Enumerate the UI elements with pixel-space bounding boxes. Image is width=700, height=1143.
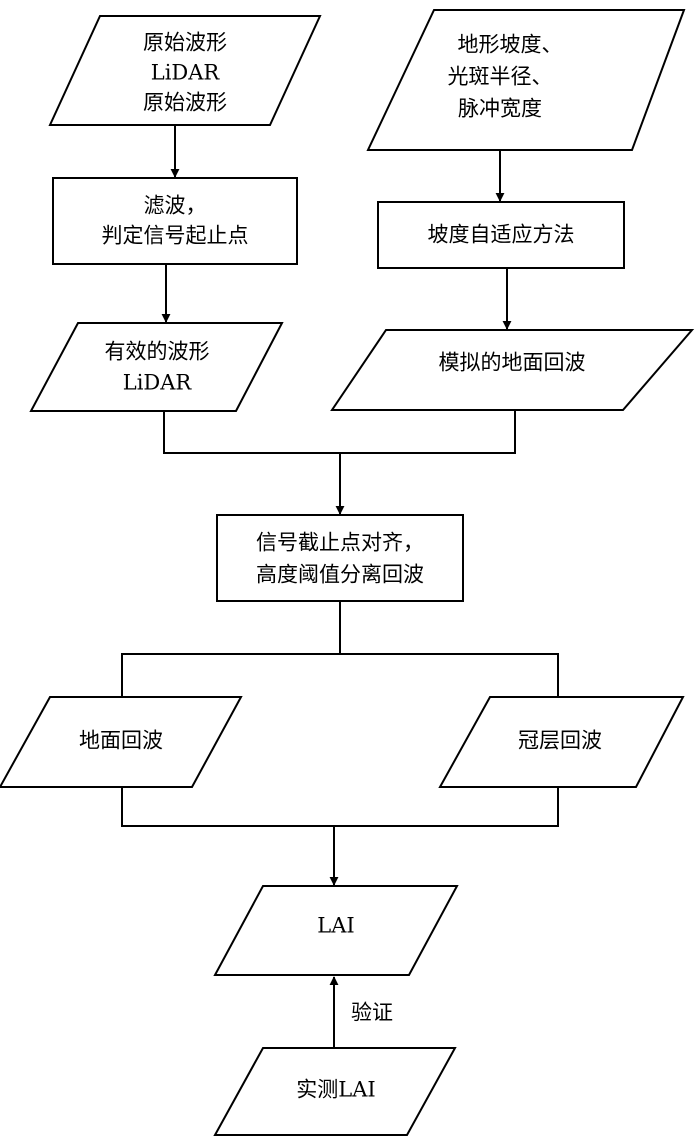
- raw-waveform-line-2: LiDAR: [151, 61, 221, 85]
- node-valid-waveform: 有效的波形 LiDAR: [29, 322, 284, 412]
- lai-label: LAI: [317, 914, 354, 938]
- ground-echo-label: 地面回波: [79, 729, 163, 753]
- simulated-ground-label: 模拟的地面回波: [439, 351, 586, 375]
- terrain-params-line-2: 光斑半径、: [448, 65, 553, 89]
- node-filter: 滤波， 判定信号起止点: [52, 177, 298, 265]
- raw-waveform-line-3: 原始波形: [143, 91, 227, 115]
- node-lai: LAI: [213, 885, 459, 976]
- terrain-params-line-3: 脉冲宽度: [458, 97, 542, 121]
- node-simulated-ground: 模拟的地面回波: [330, 329, 695, 411]
- node-ground-echo: 地面回波: [0, 696, 243, 788]
- measured-lai-label: 实测LAI: [296, 1078, 375, 1102]
- merge-line-top: [163, 410, 516, 454]
- raw-waveform-line-1: 原始波形: [143, 31, 227, 55]
- validation-label: 验证: [351, 1001, 393, 1025]
- node-align-separate: 信号截止点对齐， 高度阈值分离回波: [216, 514, 464, 602]
- filter-line-1: 滤波，: [144, 194, 207, 218]
- node-raw-waveform: 原始波形 LiDAR 原始波形: [48, 15, 322, 126]
- terrain-params-line-1: 地形坡度、: [458, 33, 563, 57]
- align-separate-line-2: 高度阈值分离回波: [256, 563, 424, 587]
- merge-line-bottom: [121, 787, 559, 827]
- node-slope-adaptive: 坡度自适应方法: [377, 201, 625, 269]
- align-separate-line-1: 信号截止点对齐，: [256, 531, 424, 555]
- node-terrain-params: 地形坡度、 光斑半径、 脉冲宽度: [366, 9, 686, 151]
- split-line: [121, 653, 559, 697]
- filter-line-2: 判定信号起止点: [102, 224, 249, 248]
- canopy-echo-label: 冠层回波: [518, 729, 602, 753]
- node-canopy-echo: 冠层回波: [438, 696, 685, 788]
- valid-waveform-line-1: 有效的波形: [105, 340, 210, 364]
- node-measured-lai: 实测LAI: [213, 1047, 457, 1136]
- valid-waveform-line-2: LiDAR: [123, 371, 193, 395]
- slope-adaptive-label: 坡度自适应方法: [428, 223, 575, 247]
